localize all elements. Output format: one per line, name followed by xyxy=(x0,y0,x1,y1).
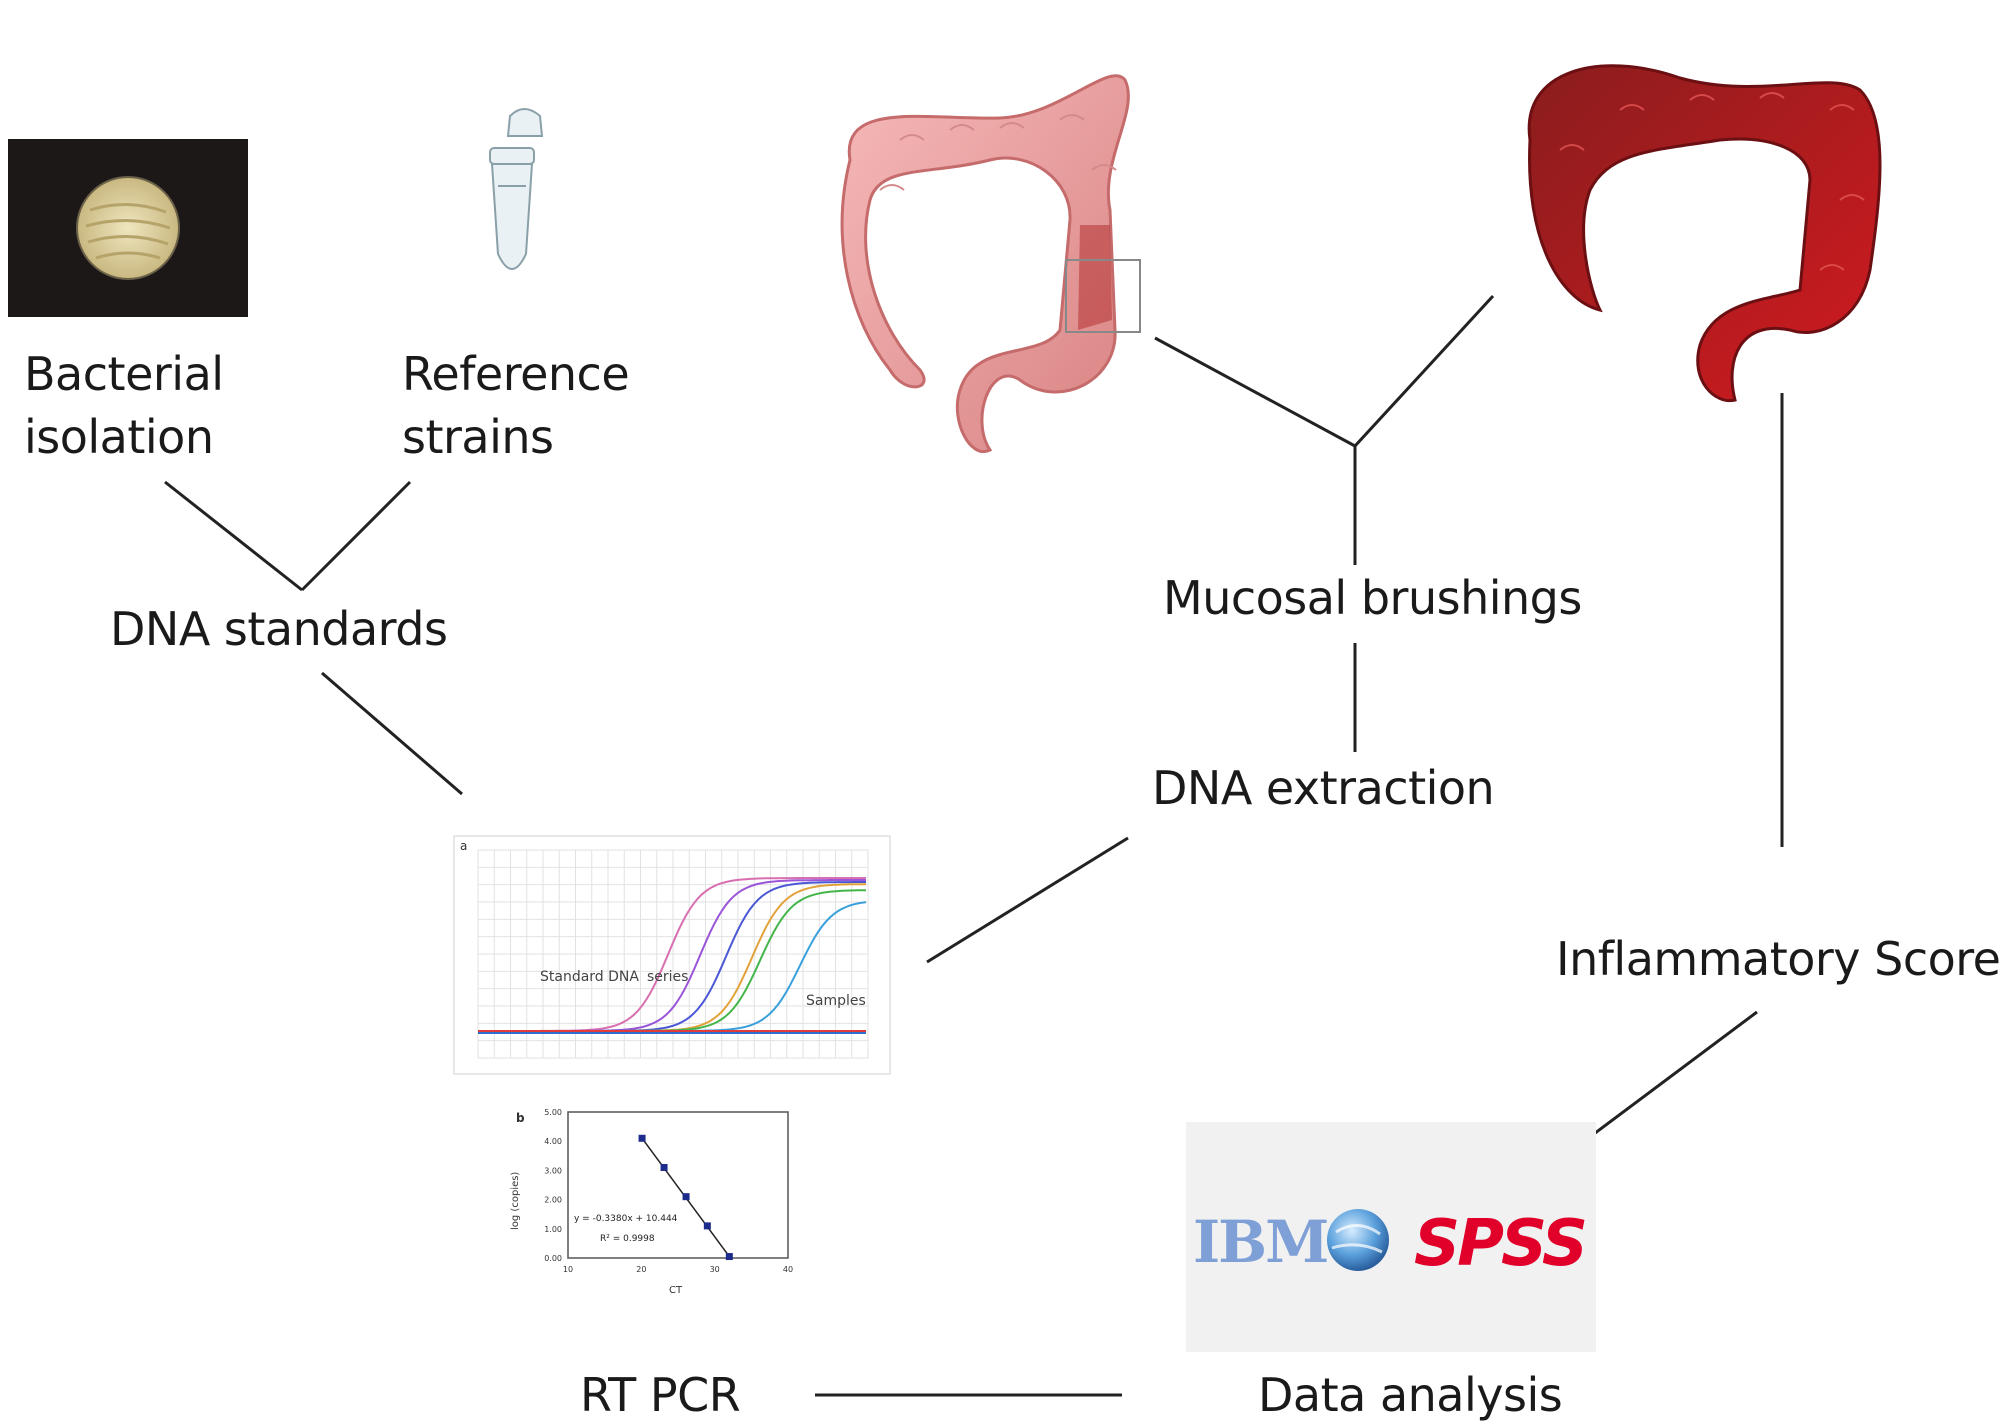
agar-plate-image xyxy=(8,139,248,317)
std-ytick-label: 2.00 xyxy=(544,1196,562,1205)
std-data-point xyxy=(660,1163,668,1171)
healthy-colon-image xyxy=(840,74,1141,454)
std-ytick-label: 5.00 xyxy=(544,1108,562,1117)
std-xlabel: CT xyxy=(669,1285,683,1296)
std-xtick-label: 30 xyxy=(710,1265,720,1274)
amp-panel-letter: a xyxy=(460,839,467,853)
std-ylabel: log (copies) xyxy=(510,1172,521,1230)
ibm-logo-text: IBM xyxy=(1193,1208,1327,1276)
std-xtick-label: 10 xyxy=(563,1265,573,1274)
amp-annotation-standard: Standard DNA xyxy=(540,969,639,985)
label-dna-standards: DNA standards xyxy=(110,602,448,656)
label-dna-extraction: DNA extraction xyxy=(1152,761,1495,815)
std-data-point xyxy=(638,1134,646,1142)
label-reference-strains-line2: strains xyxy=(402,410,554,464)
std-xtick-label: 20 xyxy=(636,1265,646,1274)
std-ytick-label: 3.00 xyxy=(544,1166,562,1175)
std-ytick-label: 4.00 xyxy=(544,1137,562,1146)
std-ytick-label: 0.00 xyxy=(544,1254,562,1263)
standard-curve-chart: b log (copies) CT 0.00 1.00 2.00 3.00 4.00 5.… xyxy=(510,1108,794,1296)
label-bacterial-isolation-line1: Bacterial xyxy=(24,347,224,401)
amplification-chart: a Standard DNA series Samples xyxy=(453,835,891,1075)
spss-logo-text: SPSS xyxy=(1414,1207,1585,1281)
label-rt-pcr: RT PCR xyxy=(580,1368,741,1422)
ibm-spss-logo: IBM SPSS xyxy=(1186,1122,1596,1352)
label-data-analysis: Data analysis xyxy=(1258,1368,1563,1422)
std-data-point xyxy=(703,1222,711,1230)
std-equation: y = -0.3380x + 10.444 xyxy=(574,1214,678,1224)
inflamed-colon-image xyxy=(1527,64,1882,403)
std-ytick-label: 1.00 xyxy=(544,1225,562,1234)
label-bacterial-isolation-line2: isolation xyxy=(24,410,214,464)
std-data-point xyxy=(725,1253,733,1261)
globe-icon xyxy=(1327,1209,1389,1271)
label-reference-strains-line1: Reference xyxy=(402,347,630,401)
amp-annotation-samples: Samples xyxy=(806,993,866,1009)
std-panel-letter: b xyxy=(516,1111,525,1125)
label-inflammatory-scores: Inflammatory Scores xyxy=(1556,932,2000,986)
std-r2: R² = 0.9998 xyxy=(600,1234,655,1244)
label-mucosal-brushings: Mucosal brushings xyxy=(1163,571,1582,625)
std-data-point xyxy=(682,1193,690,1201)
pcr-tube-icon xyxy=(489,108,544,270)
std-xtick-label: 40 xyxy=(783,1265,793,1274)
amp-annotation-series: series xyxy=(647,969,688,985)
